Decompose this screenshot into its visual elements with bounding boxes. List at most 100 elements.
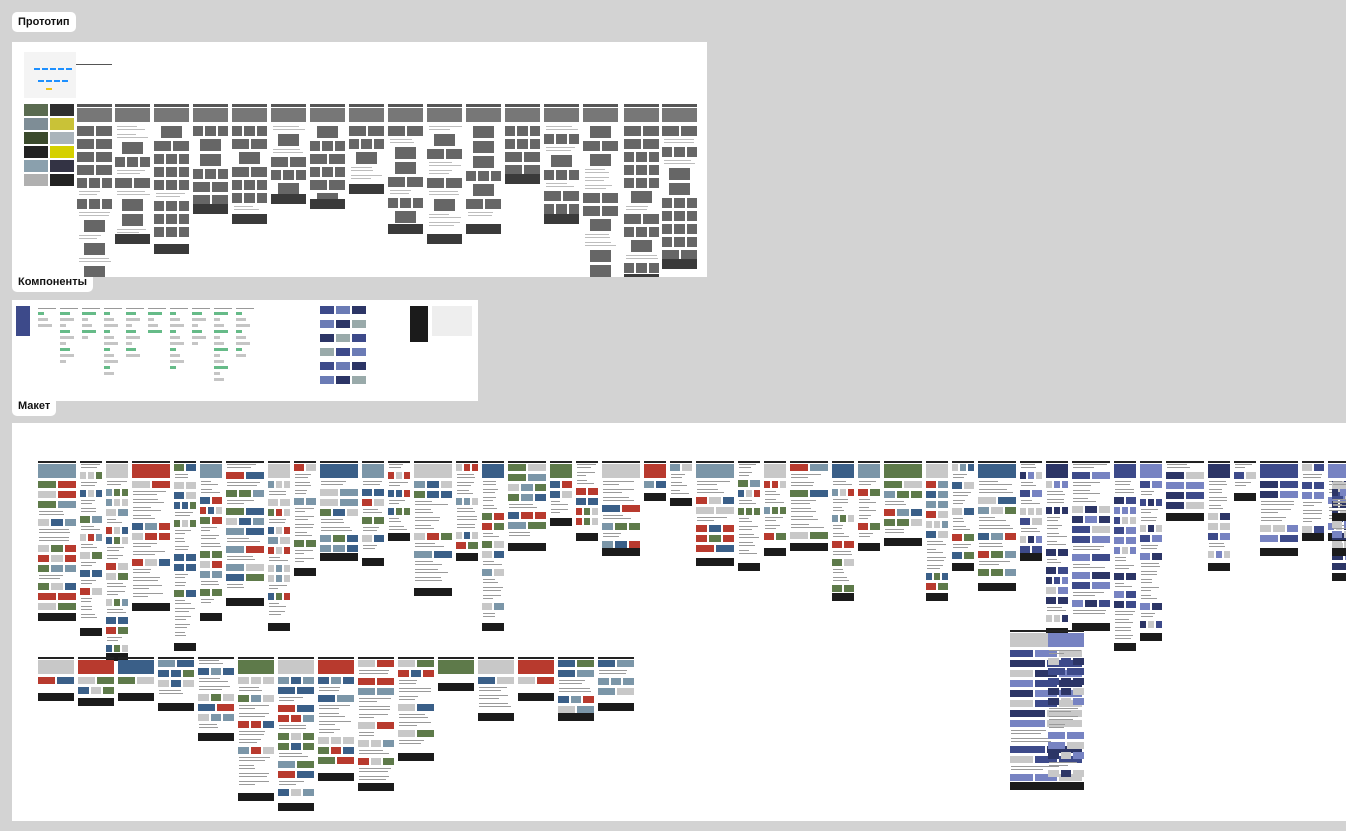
artboard-thumbnail[interactable] [118,657,154,701]
thumbnail-product [38,481,56,488]
artboard-thumbnail[interactable] [518,657,554,701]
thumbnail-text-line [833,577,847,578]
artboard-thumbnail[interactable] [158,657,194,711]
thumbnail-product [440,491,452,498]
thumbnail-text-line [175,585,185,586]
artboard-thumbnail[interactable] [318,657,354,781]
thumbnail-product [64,565,76,572]
thumbnail-product [212,589,222,596]
artboard-thumbnail[interactable] [1048,630,1084,790]
artboard-thumbnail[interactable] [268,461,290,631]
thumbnail-footer [505,174,540,184]
artboard-thumbnail[interactable] [1140,461,1162,641]
component-item [126,312,136,315]
artboard-thumbnail[interactable] [320,461,358,561]
artboard-thumbnail[interactable] [278,657,314,811]
thumbnail-text-line [1047,541,1057,542]
artboard-thumbnail[interactable] [884,461,922,546]
artboard-thumbnail[interactable] [78,657,114,706]
artboard-thumbnail[interactable] [508,461,546,551]
artboard-thumbnail[interactable] [232,104,267,224]
thumbnail-text-line [739,503,756,504]
thumbnail-header [115,104,150,107]
artboard-thumbnail[interactable] [478,657,514,721]
artboard-thumbnail[interactable] [978,461,1016,591]
artboard-thumbnail[interactable] [358,657,394,791]
artboard-thumbnail[interactable] [602,461,640,556]
artboard-thumbnail[interactable] [858,461,880,551]
artboard-thumbnail[interactable] [294,461,316,576]
thumbnail-header [414,461,452,463]
artboard-thumbnail[interactable] [226,461,264,606]
artboard-thumbnail[interactable] [414,461,452,596]
mockup-frame[interactable] [12,423,1346,821]
artboard-thumbnail[interactable] [362,461,384,566]
artboard-thumbnail[interactable] [456,461,478,561]
artboard-thumbnail[interactable] [1302,461,1324,541]
artboard-thumbnail[interactable] [738,461,760,571]
section-label-components[interactable]: Компоненты [12,272,93,292]
artboard-thumbnail[interactable] [154,104,189,254]
thumbnail-header [884,461,922,463]
artboard-thumbnail[interactable] [388,104,423,234]
artboard-thumbnail[interactable] [466,104,501,234]
thumbnail-text-line [199,686,231,687]
artboard-thumbnail[interactable] [544,104,579,224]
section-label-prototype[interactable]: Прототип [12,12,76,32]
artboard-thumbnail[interactable] [1020,461,1042,561]
thumbnail-image [590,219,611,231]
artboard-thumbnail[interactable] [271,104,306,204]
artboard-thumbnail[interactable] [696,461,734,566]
artboard-thumbnail[interactable] [193,104,228,214]
section-label-mockup[interactable]: Макет [12,396,57,416]
artboard-thumbnail[interactable] [926,461,948,601]
artboard-thumbnail[interactable] [550,461,572,526]
artboard-thumbnail[interactable] [558,657,594,721]
artboard-thumbnail[interactable] [662,104,697,269]
artboard-thumbnail[interactable] [38,657,74,701]
artboard-thumbnail[interactable] [1046,461,1068,636]
components-frame[interactable] [12,300,478,401]
artboard-thumbnail[interactable] [670,461,692,506]
artboard-thumbnail[interactable] [482,461,504,631]
thumbnail-product [374,489,384,496]
artboard-thumbnail[interactable] [438,657,474,691]
artboard-thumbnail[interactable] [1072,461,1110,631]
artboard-thumbnail[interactable] [310,104,345,209]
artboard-thumbnail[interactable] [398,657,434,761]
prototype-frame[interactable] [12,42,707,277]
artboard-thumbnail[interactable] [832,461,854,601]
artboard-thumbnail[interactable] [115,104,151,244]
artboard-thumbnail[interactable] [38,461,76,621]
artboard-thumbnail[interactable] [764,461,786,556]
artboard-thumbnail[interactable] [106,461,128,661]
artboard-thumbnail[interactable] [349,104,384,194]
artboard-thumbnail[interactable] [238,657,274,801]
artboard-thumbnail[interactable] [1208,461,1230,571]
artboard-thumbnail[interactable] [174,461,196,651]
artboard-thumbnail[interactable] [427,104,462,244]
artboard-thumbnail[interactable] [1166,461,1204,521]
artboard-thumbnail[interactable] [624,104,659,277]
thumbnail-text-line [359,670,390,671]
thumbnail-image [256,126,267,136]
artboard-thumbnail[interactable] [1260,461,1298,556]
artboard-thumbnail[interactable] [132,461,170,611]
artboard-thumbnail[interactable] [1234,461,1256,501]
artboard-thumbnail[interactable] [505,104,540,184]
artboard-thumbnail[interactable] [80,461,102,636]
artboard-thumbnail[interactable] [1332,461,1346,521]
artboard-thumbnail[interactable] [790,461,828,551]
artboard-thumbnail[interactable] [952,461,974,571]
artboard-thumbnail[interactable] [200,461,222,621]
thumbnail-product [1058,597,1068,604]
artboard-thumbnail[interactable] [388,461,410,541]
artboard-thumbnail[interactable] [598,657,634,711]
thumbnail-product [388,508,394,515]
artboard-thumbnail[interactable] [576,461,598,541]
artboard-thumbnail[interactable] [583,104,618,277]
artboard-thumbnail[interactable] [198,657,234,741]
artboard-thumbnail[interactable] [77,104,112,277]
artboard-thumbnail[interactable] [644,461,666,501]
artboard-thumbnail[interactable] [1114,461,1136,651]
